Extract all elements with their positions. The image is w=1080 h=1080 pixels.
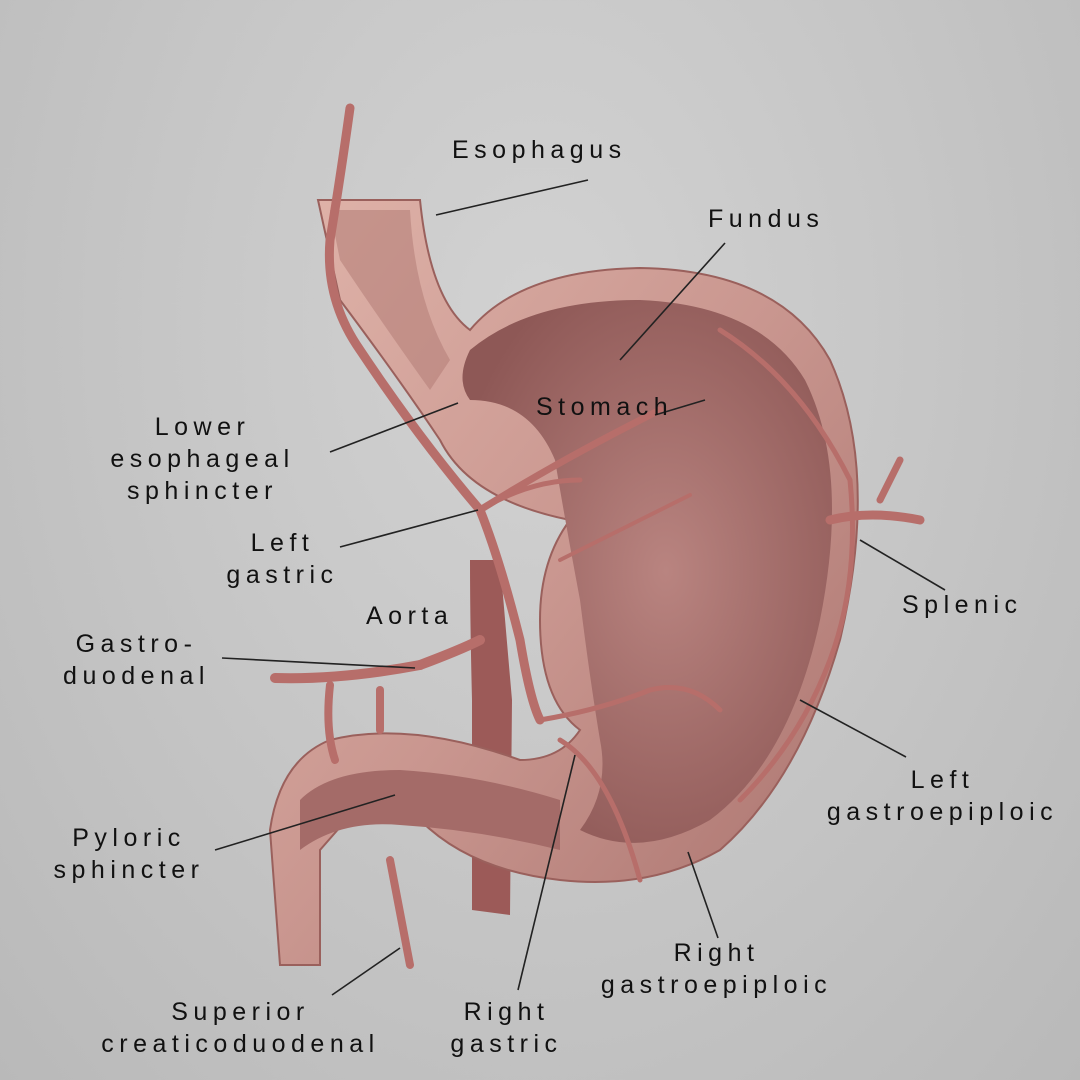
label-left-gastric: Left gastric	[210, 527, 355, 591]
label-splenic: Splenic	[902, 589, 1023, 621]
label-right-gastric: Right gastric	[434, 996, 579, 1060]
label-line: gastroepiploic	[826, 798, 1059, 826]
label-line: Aorta	[366, 602, 454, 630]
label-line: Esophagus	[452, 136, 627, 164]
label-line: creaticoduodenal	[101, 1030, 380, 1058]
label-left-gastroepiploic: Left gastroepiploic	[800, 764, 1080, 828]
label-superior-pancreaticoduodenal: Superior creaticoduodenal	[68, 996, 413, 1060]
label-esophagus: Esophagus	[452, 134, 627, 166]
label-stomach: Stomach	[536, 391, 673, 423]
label-line: gastric	[226, 561, 339, 589]
label-aorta: Aorta	[366, 600, 453, 632]
label-right-gastroepiploic: Right gastroepiploic	[574, 937, 859, 1001]
label-line: Splenic	[902, 591, 1023, 619]
label-line: Pyloric	[72, 824, 186, 852]
label-line: Gastro-	[75, 630, 198, 658]
label-fundus: Fundus	[708, 203, 824, 235]
label-line: Right	[463, 998, 550, 1026]
label-line: Fundus	[708, 205, 825, 233]
leader-lines	[214, 179, 946, 996]
label-line: esophageal	[110, 445, 295, 473]
esophagus-lumen	[330, 210, 450, 390]
label-line: Right	[673, 939, 760, 967]
stomach-cavity	[462, 300, 832, 843]
label-line: gastric	[450, 1030, 563, 1058]
label-line: Lower	[154, 413, 251, 441]
label-line: sphincter	[53, 856, 205, 884]
label-line: sphincter	[127, 477, 278, 505]
label-line: Stomach	[536, 393, 674, 421]
label-lower-esophageal-sphincter: Lower esophageal sphincter	[90, 411, 315, 507]
label-line: gastroepiploic	[600, 971, 833, 999]
label-line: Left	[910, 766, 975, 794]
label-gastroduodenal: Gastro- duodenal	[44, 628, 229, 692]
pylorus-cavity	[300, 770, 560, 850]
label-line: Superior	[171, 998, 310, 1026]
label-pyloric-sphincter: Pyloric sphincter	[34, 822, 224, 886]
label-line: duodenal	[63, 662, 210, 690]
label-line: Left	[250, 529, 315, 557]
